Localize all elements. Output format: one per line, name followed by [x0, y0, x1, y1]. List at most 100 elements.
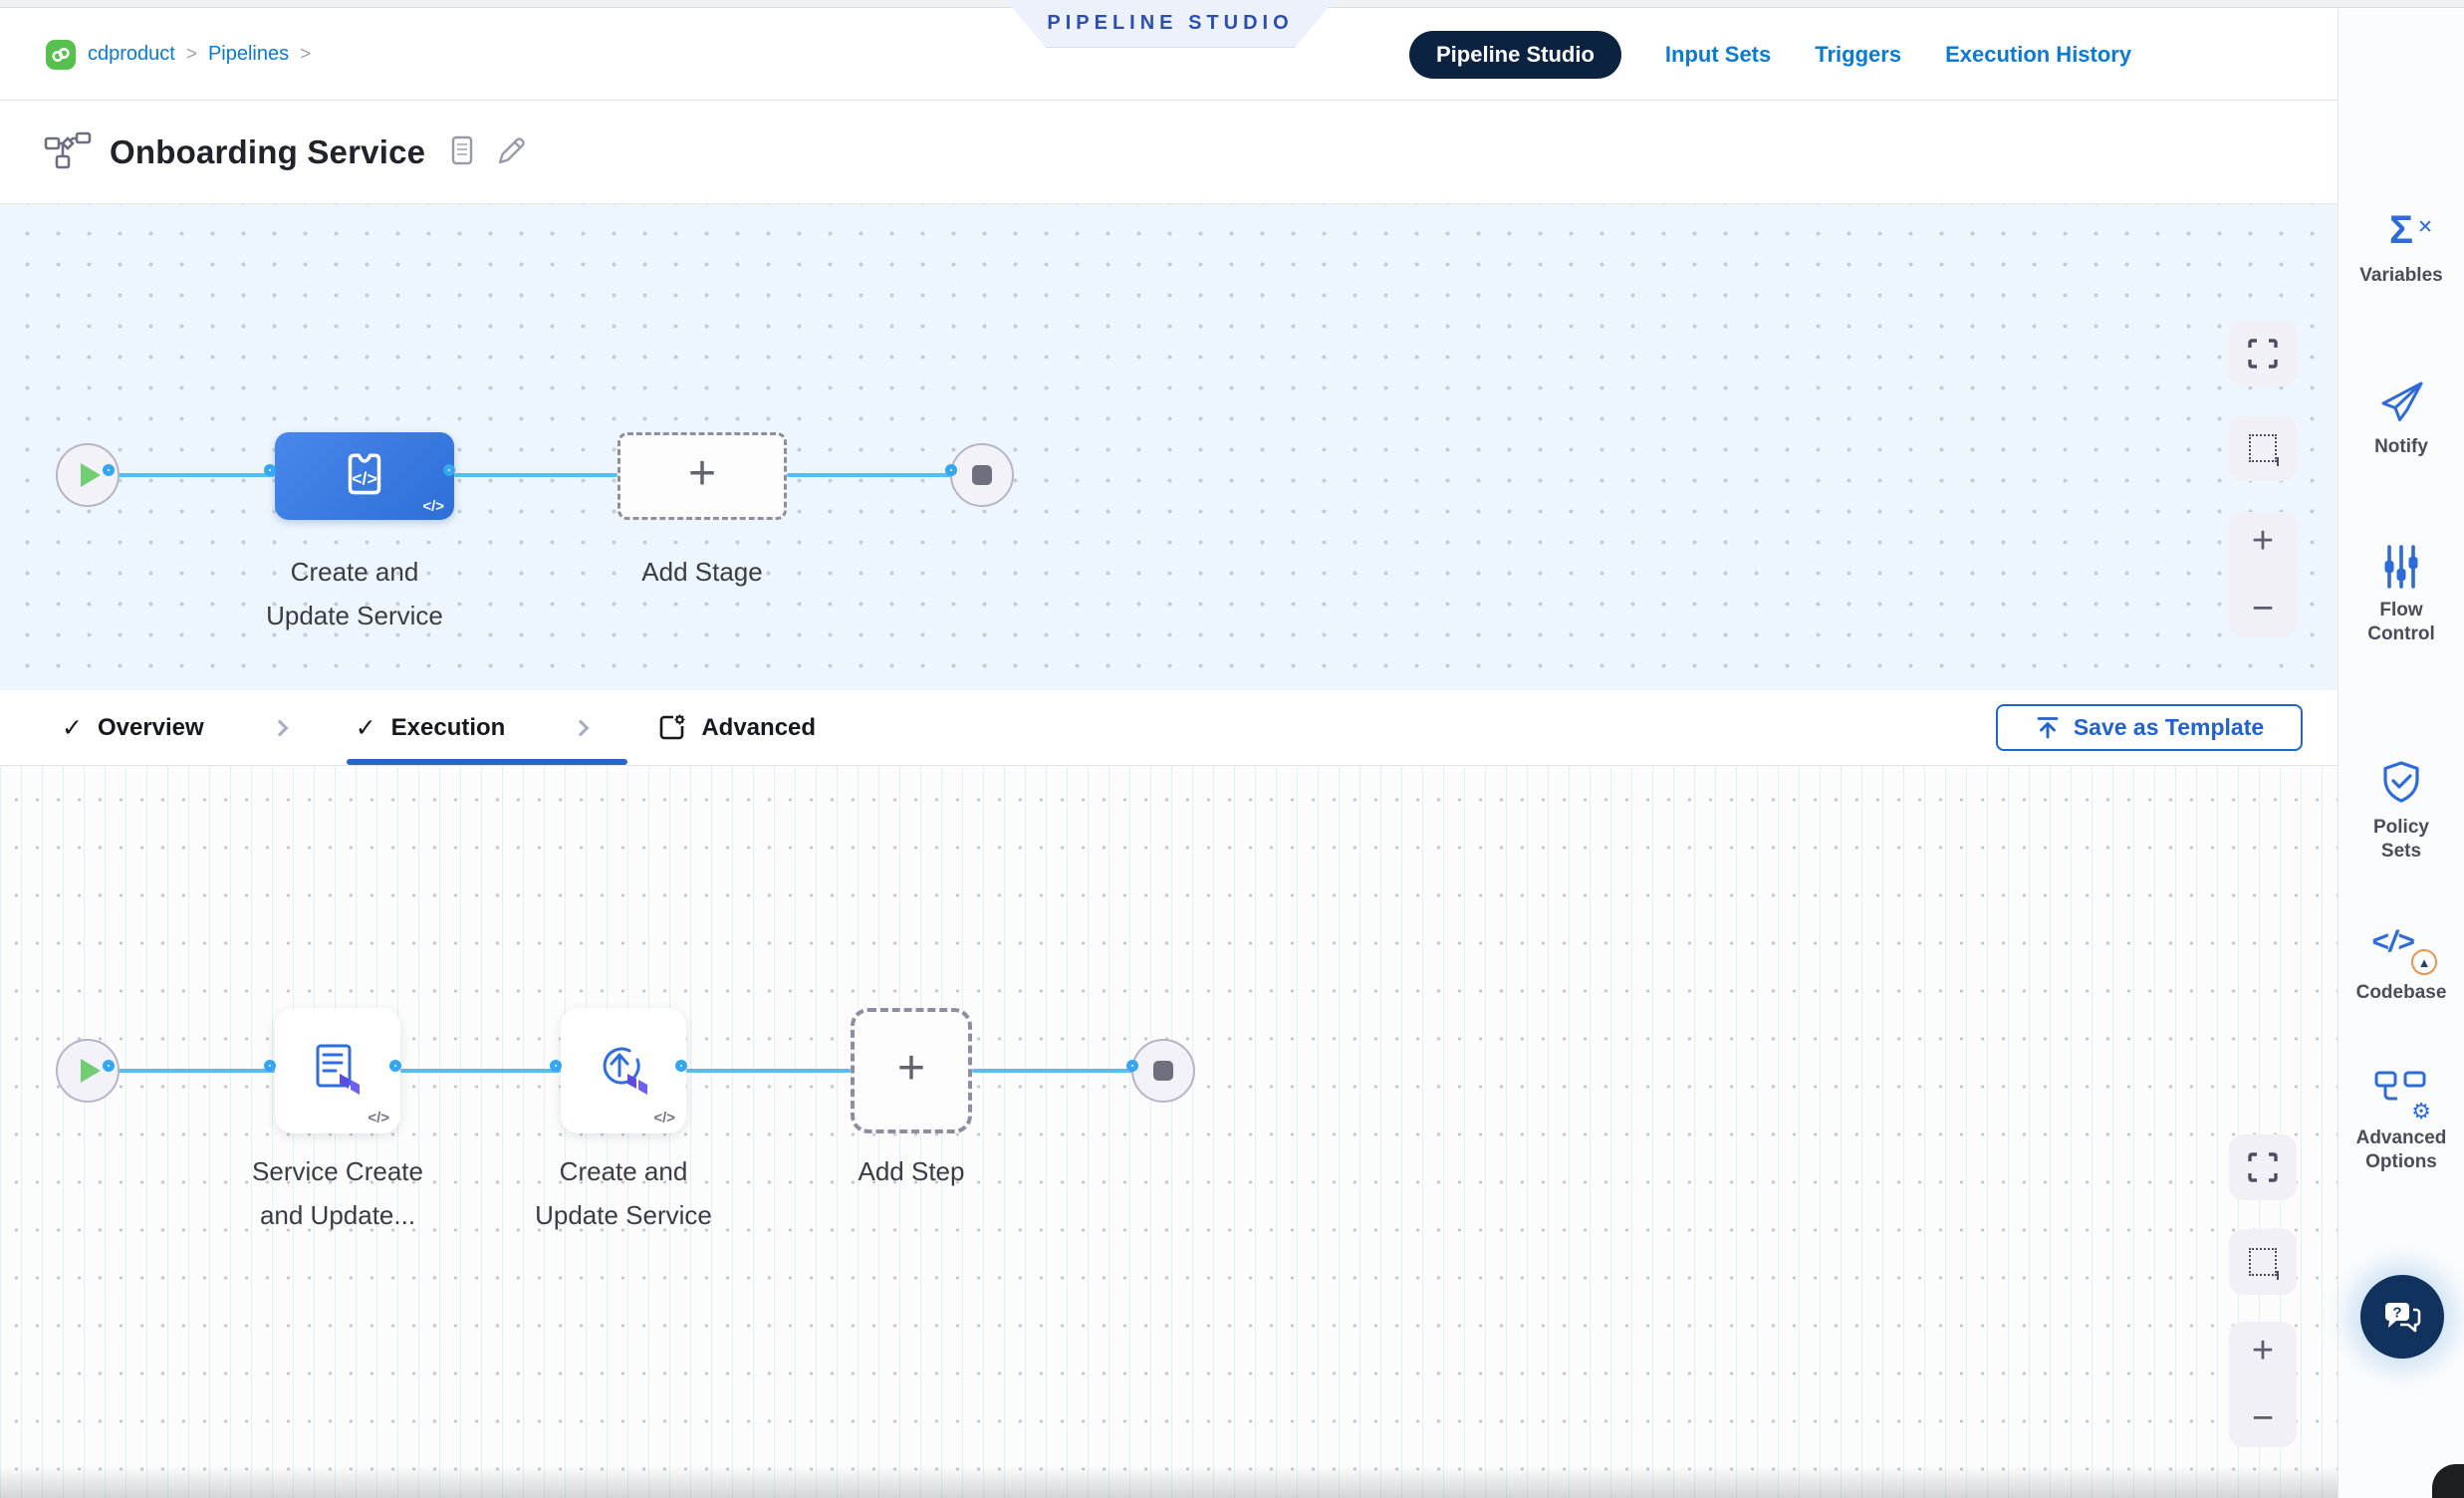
chat-question-icon: ? [2385, 1303, 2421, 1333]
plus-icon: + [687, 447, 717, 500]
edit-pencil-icon[interactable] [495, 134, 527, 171]
right-sidebar: Σ✕ Variables Notify Flow Control P [2338, 9, 2464, 1498]
code-glyph: </> [368, 1110, 389, 1126]
advanced-tab-icon [660, 714, 685, 739]
custom-stage-icon: </> [348, 453, 381, 495]
port-dot[interactable] [103, 464, 115, 476]
tab-overview[interactable]: ✓ Overview [62, 713, 204, 742]
port-dot[interactable] [945, 464, 957, 476]
pipeline-flowchart-icon [44, 130, 92, 175]
edge-line [114, 1069, 275, 1073]
edge-line [787, 473, 956, 477]
stage-canvas[interactable]: </> </> + Create and Update Service Add … [0, 204, 2338, 690]
zoom-controls: + − [2229, 1322, 2297, 1447]
breadcrumb-separator: > [300, 43, 312, 65]
codebase-icon: </> ▲ [2371, 925, 2437, 975]
help-chat-button[interactable]: ? [2360, 1275, 2444, 1359]
step-label[interactable]: Service Create and Update... [252, 1156, 423, 1230]
port-dot[interactable] [389, 1060, 401, 1072]
tab-advanced[interactable]: Advanced [656, 713, 816, 743]
title-group: Onboarding Service [44, 102, 527, 203]
code-glyph: </> [653, 1110, 675, 1126]
shield-check-icon [2383, 761, 2419, 803]
edge-line [686, 1069, 851, 1073]
marquee-select-button[interactable] [2229, 415, 2297, 481]
play-icon [81, 463, 101, 487]
svg-text:</>: </> [352, 468, 376, 488]
toolbar-row: Onboarding Service VISUAL YAML Save Disc… [0, 102, 2338, 286]
save-as-template-button[interactable]: Save as Template [1996, 704, 2303, 751]
sidebar-item-notify[interactable]: Notify [2339, 379, 2464, 459]
sidebar-item-advanced-options[interactable]: ⚙ Advanced Options [2339, 1069, 2464, 1174]
page-title: Onboarding Service [110, 133, 426, 170]
breadcrumb-project[interactable]: cdproduct [88, 43, 175, 65]
fullscreen-icon [2248, 1152, 2278, 1182]
edge-line [972, 1069, 1137, 1073]
chevron-right-icon [271, 719, 289, 736]
marquee-select-button[interactable] [2229, 1229, 2297, 1295]
breadcrumb: cdproduct > Pipelines > [46, 9, 322, 100]
pipeline-studio-banner: PIPELINE STUDIO [1006, 0, 1335, 48]
port-dot[interactable] [675, 1060, 687, 1072]
stop-icon [972, 465, 992, 485]
project-icon [46, 39, 76, 70]
zoom-in-button[interactable]: + [2251, 1330, 2275, 1372]
add-step-button[interactable]: + [851, 1008, 972, 1133]
port-dot[interactable] [443, 464, 455, 476]
breadcrumb-pipelines[interactable]: Pipelines [207, 43, 290, 65]
description-doc-icon[interactable] [447, 134, 477, 171]
add-stage-label[interactable]: Add Stage [641, 557, 763, 587]
nav-execution-history[interactable]: Execution History [1945, 41, 2132, 67]
fit-to-screen-button[interactable] [2229, 1134, 2297, 1200]
pipeline-end-node[interactable] [950, 443, 1014, 507]
update-step-icon [603, 1047, 647, 1095]
step-node-create-update-service[interactable]: </> [561, 1008, 686, 1133]
service-step-icon [316, 1044, 360, 1095]
sidebar-item-codebase[interactable]: </> ▲ Codebase [2355, 925, 2447, 1003]
chevron-right-icon [572, 719, 590, 736]
execution-step-canvas[interactable]: </> </> + Service Create and Update... C… [0, 766, 2338, 1498]
svg-text:?: ? [2392, 1305, 2401, 1322]
breadcrumb-separator: > [185, 43, 197, 65]
check-icon: ✓ [62, 713, 83, 742]
nav-pipeline-studio[interactable]: Pipeline Studio [1409, 30, 1621, 79]
port-dot[interactable] [550, 1060, 562, 1072]
zoom-controls: + − [2229, 512, 2297, 637]
add-step-label[interactable]: Add Step [858, 1156, 965, 1186]
marquee-select-icon [2249, 1248, 2279, 1280]
sidebar-item-variables[interactable]: Σ✕ Variables [2359, 208, 2443, 286]
add-stage-button[interactable]: + [617, 432, 787, 520]
sliders-icon [2384, 545, 2418, 589]
stage-label[interactable]: Create and Update Service [266, 557, 443, 630]
fit-to-screen-button[interactable] [2229, 321, 2297, 386]
stage-tab-bar: ✓ Overview ✓ Execution Advanced Save as … [0, 690, 2338, 766]
execution-end-node[interactable] [1131, 1039, 1195, 1103]
nav-input-sets[interactable]: Input Sets [1664, 41, 1772, 67]
marquee-select-icon [2249, 434, 2279, 466]
sidebar-item-flow-control[interactable]: Flow Control [2339, 545, 2464, 646]
zoom-in-button[interactable]: + [2251, 520, 2275, 562]
edge-line [114, 473, 275, 477]
tab-execution[interactable]: ✓ Execution [355, 713, 506, 742]
top-navigation: Pipeline Studio Input Sets Triggers Exec… [1409, 9, 2131, 100]
fullscreen-icon [2248, 339, 2278, 369]
zoom-out-button[interactable]: − [2251, 588, 2275, 629]
sidebar-item-policy-sets[interactable]: Policy Sets [2339, 760, 2464, 864]
upload-icon [2037, 716, 2059, 738]
port-dot[interactable] [103, 1060, 115, 1072]
stage-node-create-update-service[interactable]: </> </> [275, 432, 454, 520]
port-dot[interactable] [264, 1060, 276, 1072]
edge-line [400, 1069, 561, 1073]
edge-line [454, 473, 617, 477]
plus-icon: + [896, 1042, 926, 1095]
step-node-service-create-update[interactable]: </> [275, 1008, 400, 1133]
advanced-options-icon: ⚙ [2373, 1069, 2431, 1123]
check-icon: ✓ [355, 713, 376, 742]
zoom-out-button[interactable]: − [2251, 1397, 2275, 1439]
step-label[interactable]: Create and Update Service [535, 1156, 712, 1230]
port-dot[interactable] [264, 464, 276, 476]
nav-triggers[interactable]: Triggers [1815, 41, 1902, 67]
stop-icon [1153, 1061, 1173, 1081]
port-dot[interactable] [1126, 1060, 1138, 1072]
